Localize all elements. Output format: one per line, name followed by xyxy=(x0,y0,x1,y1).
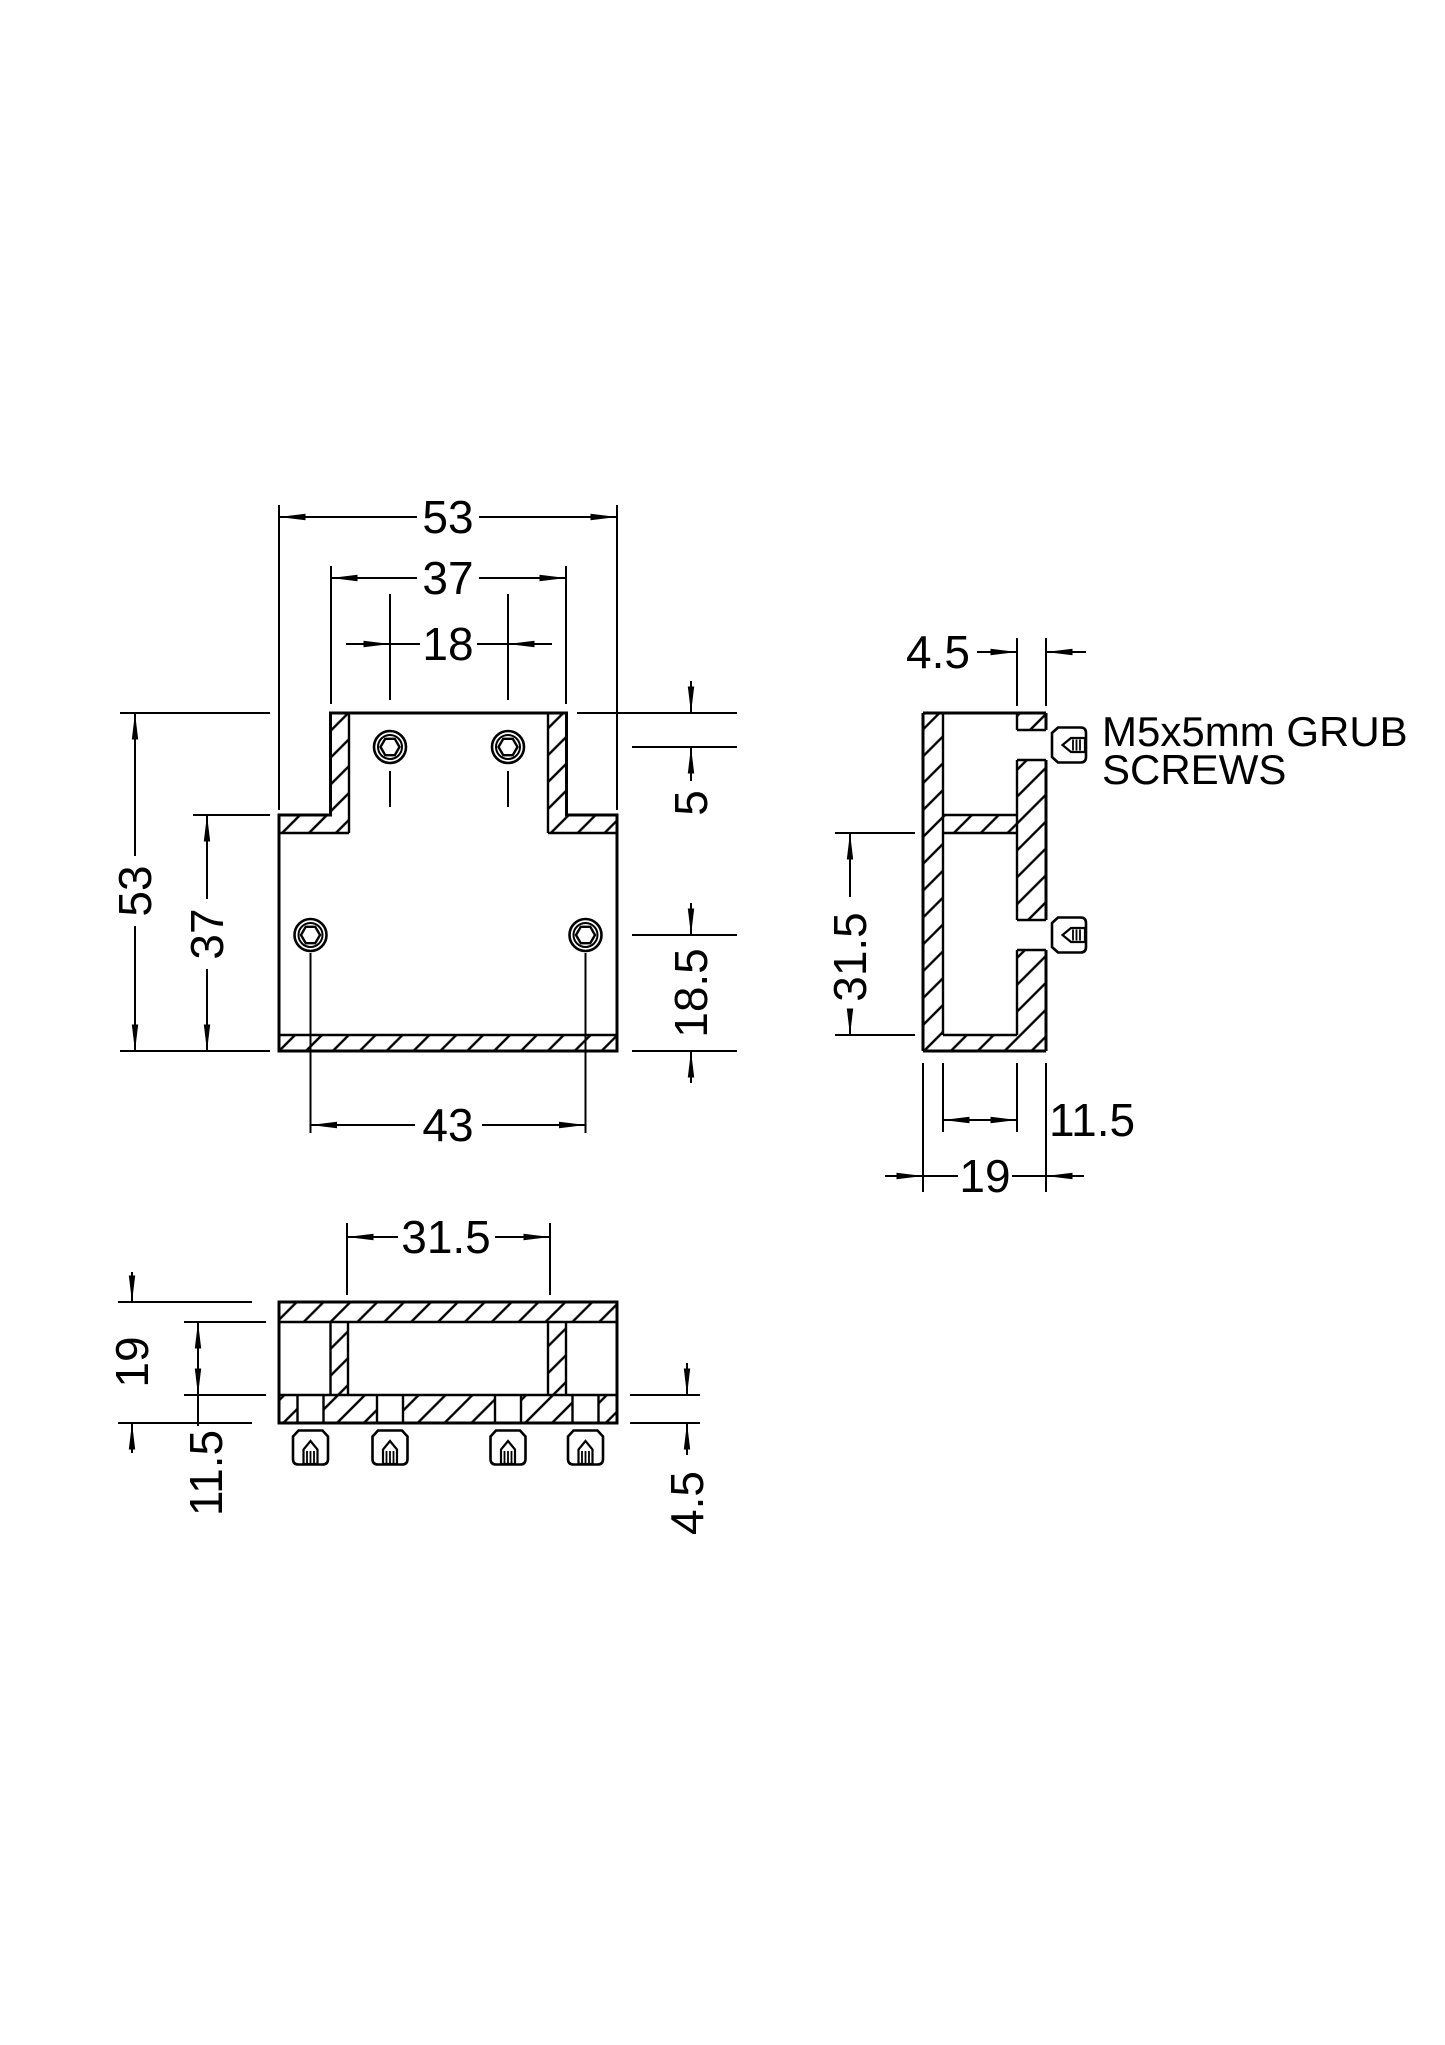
grub-screw-label-line1: M5x5mm GRUB xyxy=(1102,708,1408,755)
side-hatch-left-wall xyxy=(923,713,943,1035)
side-hatch-right-wall xyxy=(1017,713,1046,1035)
front-view xyxy=(277,711,619,1053)
dim-front-bottom-hole-spacing: 43 xyxy=(422,1099,473,1151)
dim-side-wall-thickness: 4.5 xyxy=(906,626,970,678)
side-hatch-bottom-band xyxy=(923,1035,1046,1051)
grub-screw-icon xyxy=(566,1429,605,1466)
side-grub-hole-bottom xyxy=(1017,920,1046,950)
bottom-view-dimensions: 31.5 19 11.5 4.5 xyxy=(106,1211,713,1535)
side-outline xyxy=(921,711,1048,1053)
dim-side-overall-depth: 19 xyxy=(959,1150,1010,1202)
front-hatch-bottom-band xyxy=(279,1035,617,1051)
side-hatch-shoulder xyxy=(943,815,1017,833)
bottom-screw-slot xyxy=(495,1395,521,1422)
dim-bottom-slot-width: 31.5 xyxy=(401,1211,491,1263)
socket-screw-icon xyxy=(568,917,603,953)
grub-screw-icon xyxy=(1050,726,1088,764)
front-inner-lines xyxy=(279,713,617,1037)
bottom-view xyxy=(277,1300,619,1466)
side-view-dimensions: 4.5 31.5 M5x5mm GRUB SCREWS 11.5 19 xyxy=(824,626,1408,1202)
front-hatch-right-wall xyxy=(548,713,567,815)
grub-screw-icon xyxy=(489,1429,527,1466)
bottom-hatch-right-wall xyxy=(548,1322,566,1395)
dim-front-lower-height: 37 xyxy=(181,908,233,959)
bottom-outline xyxy=(277,1300,619,1425)
front-hatch-left-wall xyxy=(330,713,349,815)
socket-screw-icon xyxy=(490,729,526,765)
dim-side-inner-width: 11.5 xyxy=(1049,1094,1135,1146)
bottom-screw-slot xyxy=(297,1395,324,1422)
bottom-screw-slot xyxy=(572,1395,599,1422)
front-screw-centerlines xyxy=(389,771,509,807)
bottom-hatch-left-wall xyxy=(330,1322,348,1395)
bottom-screw-slot xyxy=(377,1395,403,1422)
dim-bottom-inner-depth: 11.5 xyxy=(180,1430,232,1516)
socket-screw-icon xyxy=(293,917,328,953)
bottom-hatch-top-band xyxy=(279,1302,617,1322)
grub-screw-icon xyxy=(371,1429,409,1466)
front-hatch-left-ledge xyxy=(279,815,349,833)
dim-front-overall-width: 53 xyxy=(422,491,473,543)
grub-screw-icon xyxy=(1050,916,1088,954)
dim-side-slot-height: 31.5 xyxy=(824,912,876,1002)
dim-front-upper-width: 37 xyxy=(422,552,473,604)
dim-front-top-hole-spacing: 18 xyxy=(422,618,473,670)
dim-bottom-base-thickness: 4.5 xyxy=(661,1471,713,1535)
dim-front-bottom-hole-offset: 18.5 xyxy=(665,948,717,1038)
dim-bottom-overall-depth: 19 xyxy=(106,1336,158,1387)
dim-front-overall-height: 53 xyxy=(109,865,161,916)
grub-screw-icon xyxy=(291,1429,330,1466)
dim-front-top-hole-offset: 5 xyxy=(665,790,717,816)
socket-screw-icon xyxy=(372,729,408,765)
bottom-inner-lines xyxy=(279,1320,617,1422)
side-inner-lines xyxy=(941,713,1046,1037)
side-view xyxy=(921,711,1088,1053)
grub-screw-label-line2: SCREWS xyxy=(1102,746,1286,793)
front-view-dimensions: 53 37 18 53 37 5 18.5 43 xyxy=(109,491,737,1151)
front-hatch-right-ledge xyxy=(548,815,617,833)
bottom-hatch-base-band xyxy=(279,1395,617,1423)
side-grub-hole-top xyxy=(1017,730,1046,760)
